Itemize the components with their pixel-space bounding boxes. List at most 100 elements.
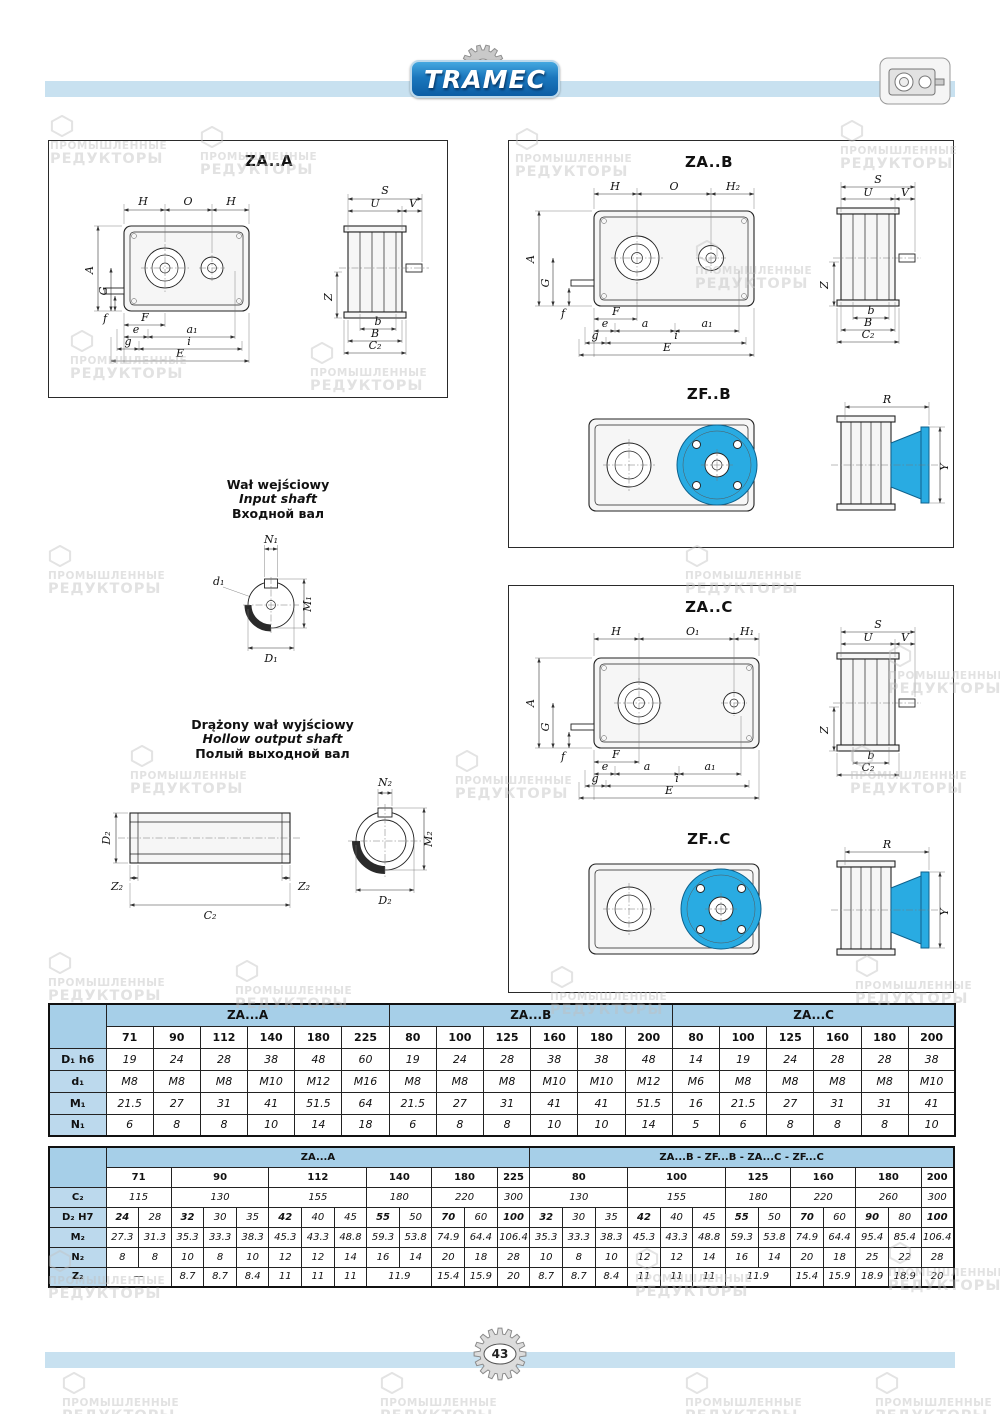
dim-N1: N₁	[263, 533, 278, 546]
t1-cell: M8	[388, 1069, 437, 1093]
output-shaft-drawing: D₂ Z₂ Z₂ C₂ N₂ M₂ D₂	[100, 776, 435, 922]
t2-cell: 50	[757, 1206, 792, 1228]
watermark-hex-icon	[875, 1371, 899, 1395]
t1-size: 200	[624, 1025, 673, 1049]
t1-cell: 41	[530, 1091, 579, 1115]
t2-size: 100	[627, 1166, 726, 1188]
dim-G: G	[539, 722, 552, 731]
t1-size: 180	[577, 1025, 626, 1049]
t1-size: 180	[294, 1025, 343, 1049]
watermark-hex-icon	[380, 1371, 404, 1395]
t1-size: 140	[247, 1025, 296, 1049]
dim-e: e	[602, 760, 609, 773]
t2-cell: 35	[594, 1206, 629, 1228]
dim-M1: M₁	[301, 596, 314, 613]
t2-cell: 40	[301, 1206, 335, 1228]
t2-cell: 43.3	[301, 1226, 335, 1248]
t1-cell: 14	[671, 1047, 720, 1071]
t1-cell: 8	[152, 1113, 201, 1137]
t2-cell: —	[105, 1266, 172, 1288]
input-shaft-drawing: N₁ d₁ M₁ D₁	[213, 533, 314, 665]
t1-cell: 21.5	[718, 1091, 768, 1115]
t1-cell: 14	[294, 1113, 343, 1137]
t2-cell: 8.7	[529, 1266, 563, 1288]
t2-cell: 10	[529, 1246, 563, 1268]
t1-row-label: D₁ h6	[48, 1047, 107, 1071]
t1-cell: M6	[671, 1069, 720, 1093]
t1-cell: 64	[341, 1091, 390, 1115]
dim-D2: D₂	[100, 832, 113, 846]
t1-cell: 31	[482, 1091, 532, 1115]
t1-group: ZA...B	[388, 1003, 673, 1027]
t2-cell: 27.3	[105, 1226, 140, 1248]
za-b-panel: ZA..B H O H₂ A G f F e a a₁	[508, 140, 954, 548]
t2-cell: 18.9	[855, 1266, 889, 1288]
t2-cell: 43.3	[659, 1226, 694, 1248]
dim-g: g	[591, 329, 598, 342]
dim-F: F	[611, 748, 620, 761]
dim-Z2: Z₂	[110, 880, 123, 893]
t1-cell: 48	[294, 1047, 343, 1071]
t1-cell: M8	[199, 1069, 249, 1093]
t1-cell: 31	[860, 1091, 909, 1115]
t1-cell: 19	[718, 1047, 768, 1071]
t2-cell: 220	[790, 1186, 857, 1208]
t1-cell: 19	[105, 1047, 154, 1071]
watermark-hex-icon	[685, 1371, 709, 1395]
t2-cell: 28	[138, 1206, 172, 1228]
t1-cell: 38	[247, 1047, 296, 1071]
watermark-hex-icon	[50, 114, 74, 138]
t1-cell: 10	[530, 1113, 579, 1137]
t1-cell: 31	[199, 1091, 249, 1115]
dim-B: B	[863, 316, 872, 329]
t2-cell: 42	[627, 1206, 661, 1228]
t1-cell: 28	[860, 1047, 909, 1071]
t1-cell: 27	[435, 1091, 485, 1115]
t2-cell: 20	[496, 1266, 531, 1288]
watermark-hex-icon	[62, 1371, 86, 1395]
t1-cell: M8	[152, 1069, 201, 1093]
t2-cell: 20	[920, 1266, 955, 1288]
t2-cell: 15.4	[431, 1266, 466, 1288]
t1-cell: M8	[718, 1069, 768, 1093]
dim-b: b	[374, 315, 381, 328]
t1-cell: 38	[530, 1047, 579, 1071]
output-shaft-title-pl: Drążony wał wyjściowy	[191, 717, 354, 732]
t1-cell: 6	[718, 1113, 768, 1137]
t2-cell: 45	[333, 1206, 368, 1228]
t2-cell: 42	[268, 1206, 303, 1228]
t2-cell: 10	[594, 1246, 629, 1268]
t1-cell: M12	[294, 1069, 343, 1093]
t1-group: ZA...C	[671, 1003, 956, 1027]
dim-F: F	[140, 311, 149, 324]
t1-size: 71	[105, 1025, 154, 1049]
t2-cell: 12	[301, 1246, 335, 1268]
t2-cell: 59.3	[724, 1226, 759, 1248]
t2-size: 71	[105, 1166, 172, 1188]
t2-cell: 11	[659, 1266, 694, 1288]
dim-S: S	[874, 618, 882, 631]
brand-logo-text: TRAMEC	[424, 64, 546, 94]
t2-cell: 45.3	[627, 1226, 661, 1248]
t1-row-label: M₁	[48, 1091, 107, 1115]
dim-A: A	[524, 255, 537, 264]
gearbox-corner-icon	[879, 57, 951, 105]
t1-size: 180	[860, 1025, 909, 1049]
dim-f: f	[560, 307, 567, 320]
t1-cell: 48	[624, 1047, 673, 1071]
t2-cell: 15.9	[822, 1266, 857, 1288]
t1-size: 200	[907, 1025, 956, 1049]
t2-cell: 11	[301, 1266, 335, 1288]
t2-cell: 53.8	[757, 1226, 792, 1248]
t2-cell: 100	[920, 1206, 955, 1228]
t2-cell: 130	[170, 1186, 270, 1208]
t2-cell: 24	[105, 1206, 140, 1228]
t2-cell: 55	[724, 1206, 759, 1228]
t2-size: 90	[170, 1166, 270, 1188]
